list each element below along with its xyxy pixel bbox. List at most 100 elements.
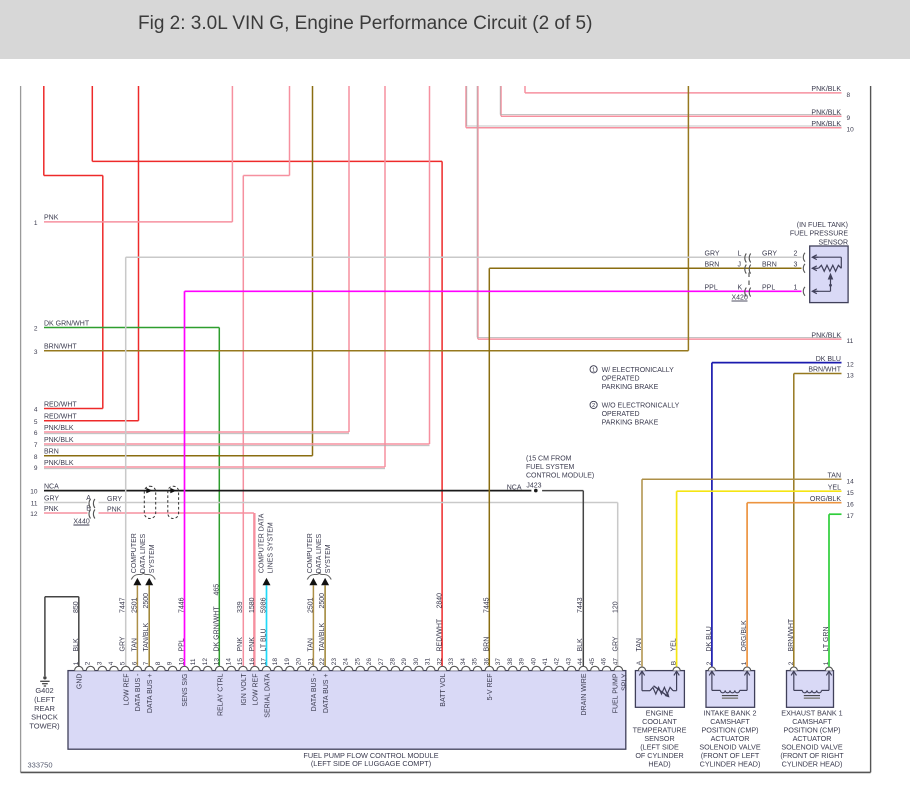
- svg-text:COMPUTER: COMPUTER: [131, 533, 138, 573]
- svg-text:1580: 1580: [249, 597, 256, 613]
- svg-text:13: 13: [214, 658, 221, 666]
- svg-text:(LEFT SIDE OF LUGGAGE COMPT): (LEFT SIDE OF LUGGAGE COMPT): [311, 759, 431, 768]
- svg-text:1: 1: [34, 220, 38, 227]
- svg-text:IGN VOLT: IGN VOLT: [241, 673, 248, 706]
- svg-text:1: 1: [592, 367, 595, 373]
- svg-text:TEMPERATURE: TEMPERATURE: [633, 725, 687, 734]
- svg-text:37: 37: [495, 658, 502, 666]
- svg-text:GRY: GRY: [107, 496, 122, 503]
- svg-text:SENS SIG: SENS SIG: [182, 674, 189, 707]
- svg-text:INTAKE BANK 2: INTAKE BANK 2: [704, 708, 757, 717]
- svg-text:27: 27: [378, 658, 385, 666]
- svg-text:2: 2: [706, 661, 713, 665]
- svg-text:2: 2: [794, 250, 798, 257]
- svg-text:CYLINDER HEAD): CYLINDER HEAD): [782, 759, 843, 768]
- svg-text:NCA: NCA: [44, 483, 59, 490]
- svg-text:J: J: [738, 262, 742, 269]
- svg-text:(IN FUEL TANK): (IN FUEL TANK): [797, 222, 848, 229]
- svg-text:5-V REF: 5-V REF: [487, 674, 494, 701]
- svg-text:PNK: PNK: [44, 506, 59, 513]
- svg-text:BLK: BLK: [577, 638, 584, 652]
- svg-text:5: 5: [120, 661, 127, 665]
- svg-text:7446: 7446: [178, 597, 185, 613]
- svg-text:40: 40: [530, 658, 537, 666]
- svg-text:14: 14: [847, 478, 855, 485]
- svg-text:339: 339: [237, 601, 244, 613]
- svg-text:PNK: PNK: [237, 637, 244, 652]
- svg-text:OF CYLINDER: OF CYLINDER: [635, 751, 683, 760]
- svg-text:DK GRN/WHT: DK GRN/WHT: [214, 606, 221, 652]
- svg-text:BRN: BRN: [483, 637, 490, 652]
- svg-text:PNK/BLK: PNK/BLK: [811, 332, 841, 339]
- svg-text:43: 43: [566, 658, 573, 666]
- svg-text:G402: G402: [35, 686, 53, 695]
- svg-text:DATA BUS +: DATA BUS +: [147, 674, 154, 714]
- svg-text:(LEFT SIDE: (LEFT SIDE: [640, 742, 679, 751]
- svg-text:GRY: GRY: [762, 250, 777, 257]
- svg-text:SENSOR: SENSOR: [644, 734, 674, 743]
- svg-text:SYSTEM: SYSTEM: [325, 544, 332, 573]
- svg-text:SOLENOID VALVE: SOLENOID VALVE: [781, 742, 842, 751]
- svg-text:38: 38: [507, 658, 514, 666]
- svg-text:9: 9: [167, 661, 174, 665]
- svg-text:W/O ELECTRONICALLY: W/O ELECTRONICALLY: [602, 402, 680, 409]
- svg-text:42: 42: [554, 658, 561, 666]
- svg-text:PPL: PPL: [705, 285, 718, 292]
- svg-text:BRN: BRN: [44, 449, 59, 456]
- svg-text:K: K: [738, 285, 743, 292]
- svg-text:3: 3: [96, 661, 103, 665]
- svg-text:39: 39: [519, 658, 526, 666]
- svg-text:5: 5: [34, 419, 38, 426]
- svg-text:9: 9: [34, 465, 38, 472]
- svg-text:GRY: GRY: [44, 495, 59, 502]
- svg-text:12: 12: [847, 362, 855, 369]
- svg-text:ORG/BLK: ORG/BLK: [810, 496, 841, 503]
- svg-text:PARKING BRAKE: PARKING BRAKE: [602, 384, 659, 391]
- svg-text:DK BLU: DK BLU: [706, 626, 713, 651]
- svg-text:2: 2: [34, 326, 38, 333]
- svg-text:41: 41: [542, 658, 549, 666]
- svg-text:47: 47: [612, 658, 619, 666]
- svg-text:PNK/BLK: PNK/BLK: [811, 86, 841, 93]
- svg-text:DK BLU: DK BLU: [816, 356, 841, 363]
- svg-text:REAR: REAR: [34, 704, 55, 713]
- svg-text:PNK: PNK: [107, 506, 122, 513]
- svg-text:(FRONT OF RIGHT: (FRONT OF RIGHT: [780, 751, 844, 760]
- svg-text:COMPUTER DATA: COMPUTER DATA: [259, 513, 266, 573]
- svg-text:FUEL PRESSURE: FUEL PRESSURE: [790, 231, 848, 238]
- svg-text:ACTUATOR: ACTUATOR: [711, 734, 750, 743]
- svg-text:EXHAUST BANK 1: EXHAUST BANK 1: [781, 708, 842, 717]
- svg-text:5986: 5986: [261, 597, 268, 613]
- svg-text:TAN/BLK: TAN/BLK: [319, 623, 326, 652]
- svg-text:NCA: NCA: [507, 484, 522, 491]
- svg-text:POSITION (CMP): POSITION (CMP): [783, 725, 840, 734]
- svg-text:19: 19: [284, 658, 291, 666]
- svg-text:10: 10: [30, 489, 38, 496]
- svg-text:11: 11: [190, 658, 197, 665]
- svg-text:BRN/WHT: BRN/WHT: [808, 367, 841, 374]
- svg-text:L: L: [738, 250, 742, 257]
- svg-text:28: 28: [390, 658, 397, 666]
- svg-text:DK GRN/WHT: DK GRN/WHT: [44, 320, 90, 327]
- svg-text:29: 29: [401, 658, 408, 666]
- svg-text:DATA BUS -: DATA BUS -: [135, 673, 142, 712]
- svg-text:1: 1: [823, 661, 830, 665]
- svg-text:13: 13: [847, 373, 855, 380]
- svg-text:X440: X440: [73, 519, 89, 526]
- svg-text:(LEFT: (LEFT: [34, 695, 55, 704]
- svg-text:DATA LINES: DATA LINES: [140, 533, 147, 573]
- svg-text:CYLINDER HEAD): CYLINDER HEAD): [700, 759, 761, 768]
- svg-text:TAN: TAN: [131, 638, 138, 651]
- svg-text:11: 11: [847, 338, 854, 345]
- svg-text:GRY: GRY: [705, 250, 720, 257]
- svg-text:120: 120: [612, 601, 619, 613]
- svg-text:8: 8: [847, 92, 851, 99]
- svg-text:21: 21: [307, 658, 314, 666]
- svg-text:PNK: PNK: [249, 637, 256, 652]
- svg-text:16: 16: [847, 502, 855, 509]
- svg-text:POSITION (CMP): POSITION (CMP): [701, 725, 758, 734]
- svg-text:25: 25: [354, 658, 361, 666]
- svg-text:32: 32: [436, 658, 443, 666]
- svg-text:PPL: PPL: [178, 638, 185, 651]
- svg-text:A: A: [86, 495, 91, 502]
